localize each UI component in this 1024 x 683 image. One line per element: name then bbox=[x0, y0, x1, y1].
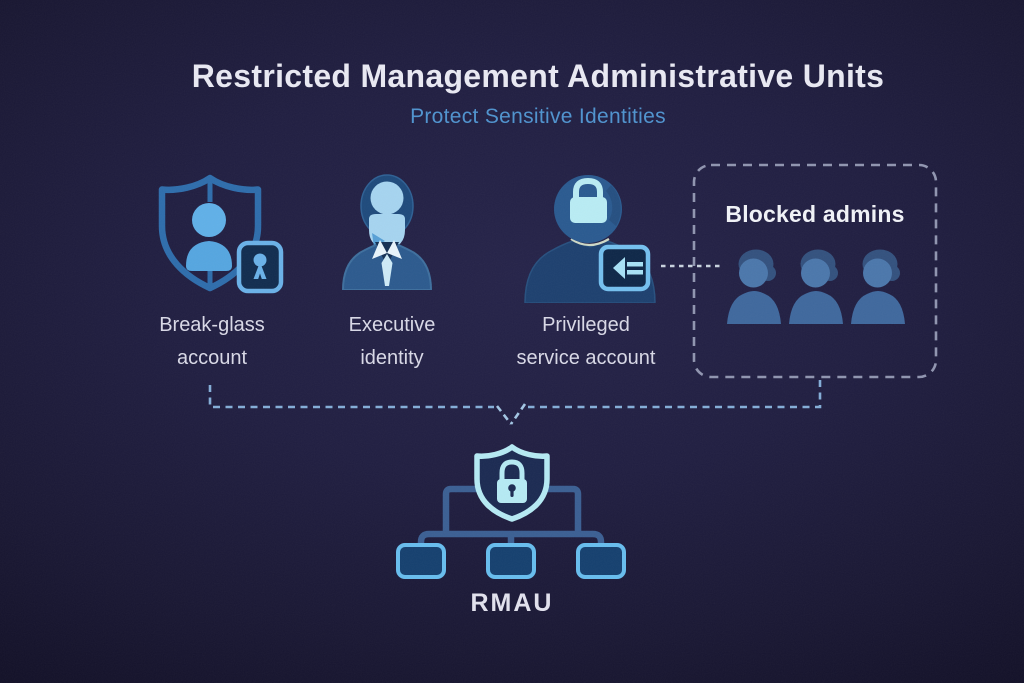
blocked-admin-user-icon bbox=[727, 249, 781, 324]
page-subtitle: Protect Sensitive Identities bbox=[410, 105, 666, 128]
org-unit-box bbox=[396, 543, 446, 579]
dashed-funnel-line bbox=[208, 380, 822, 409]
label-break-glass-account: Break-glass account bbox=[159, 314, 265, 369]
page-title: Restricted Management Administrative Uni… bbox=[191, 58, 885, 94]
label-privileged-service-account: Privileged service account bbox=[516, 314, 656, 369]
executive-user-icon bbox=[341, 174, 433, 290]
chevron-down-icon bbox=[495, 403, 527, 425]
blocked-admins-title: Blocked admins bbox=[725, 201, 905, 227]
blocked-admins-group bbox=[723, 246, 909, 324]
hooded-user-keycard-icon bbox=[524, 175, 656, 303]
blocked-admin-user-icon bbox=[851, 249, 905, 324]
blocked-admin-user-icon bbox=[789, 249, 843, 324]
org-unit-boxes bbox=[396, 543, 626, 579]
lock-badge-icon bbox=[236, 240, 284, 294]
shield-user-lock-icon bbox=[158, 174, 284, 294]
org-unit-box bbox=[576, 543, 626, 579]
sign-in-badge-icon bbox=[598, 244, 651, 292]
rmau-label: RMAU bbox=[470, 589, 554, 617]
label-executive-identity: Executive identity bbox=[348, 314, 436, 369]
shield-lock-icon bbox=[474, 444, 550, 522]
org-unit-box bbox=[486, 543, 536, 579]
